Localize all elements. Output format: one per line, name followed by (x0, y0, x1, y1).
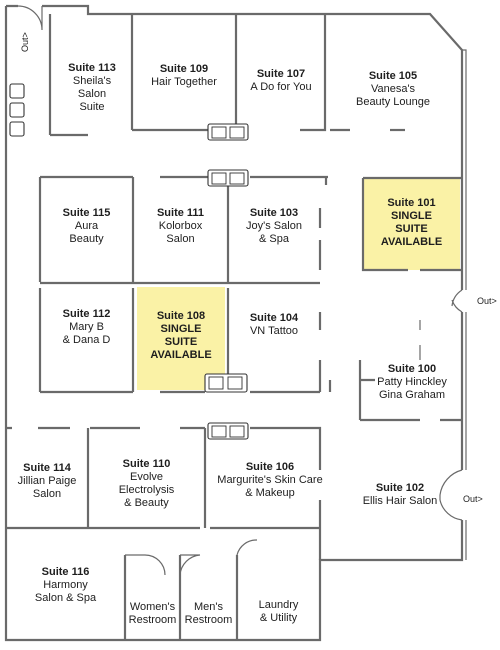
suite-112: Suite 112 Mary B & Dana D (62, 308, 111, 346)
mens-restroom: Men's Restroom (184, 601, 233, 626)
suite-115: Suite 115 Aura Beauty (62, 206, 111, 245)
exit-top-label: Out> (20, 32, 30, 52)
suite-102: Suite 102 Ellis Hair Salon (362, 482, 438, 507)
suite-104: Suite 104 VN Tattoo (249, 312, 299, 337)
suite-101-highlight (363, 178, 460, 270)
chairs-left-wall (9, 83, 25, 137)
exit-right-1-label: Out> (477, 296, 497, 306)
suite-101: Suite 101 SINGLE SUITE AVAILABLE (380, 197, 443, 248)
chairs-lower (207, 422, 249, 440)
right-door-2 (439, 469, 463, 521)
top-door (17, 5, 43, 31)
laundry-utility: Laundry & Utility (258, 599, 299, 624)
suite-106: Suite 106 Margurite's Skin Care & Makeup (217, 461, 323, 499)
suite-116: Suite 116 Harmony Salon & Spa (34, 565, 97, 604)
suite-101-walls (361, 176, 462, 272)
exit-right-2-label: Out> (463, 494, 483, 504)
suite-108-highlight (137, 287, 225, 390)
suite-111: Suite 111 Kolorbox Salon (156, 206, 205, 245)
suite-109: Suite 109 Hair Together (151, 63, 217, 88)
suite-100: Suite 100 Patty Hinckley Gina Graham (377, 363, 447, 401)
chairs-mid-bottom (204, 373, 248, 393)
chairs-top-center (207, 123, 249, 141)
suite-114: Suite 114 Jillian Paige Salon (17, 461, 77, 500)
suite-100-walls (328, 360, 462, 422)
outer-walls (4, 4, 467, 642)
bottom-row-walls (6, 426, 322, 640)
central-block-walls (38, 175, 328, 394)
suite-110: Suite 110 Evolve Electrolysis & Beauty (118, 458, 175, 509)
suite-105: Suite 105 Vanesa's Beauty Lounge (355, 69, 430, 108)
suite-113: Suite 113 Sheila's Salon Suite (68, 61, 116, 113)
chairs-mid-top (207, 169, 249, 187)
suite-103: Suite 103 Joy's Salon & Spa (246, 206, 302, 245)
womens-restroom: Women's Restroom (128, 601, 177, 626)
right-door-1 (451, 289, 463, 313)
suite-108: Suite 108 SINGLE SUITE AVAILABLE (150, 310, 212, 361)
suite-107: Suite 107 A Do for You (250, 68, 312, 93)
